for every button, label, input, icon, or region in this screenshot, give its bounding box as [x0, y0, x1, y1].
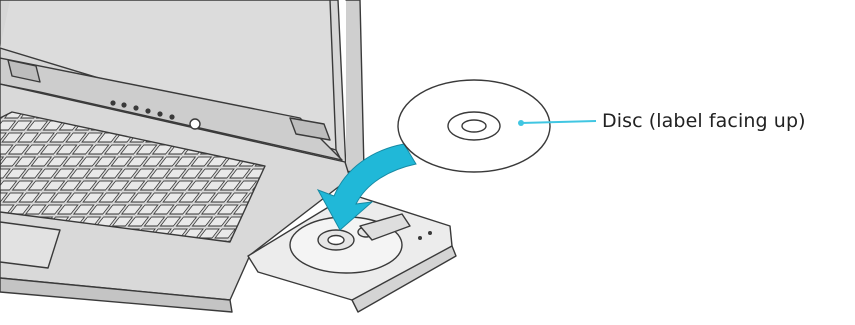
- disc-callout-label: Disc (label facing up): [602, 110, 806, 132]
- callout-leader-dot: [518, 120, 524, 126]
- disc-icon: [398, 80, 550, 172]
